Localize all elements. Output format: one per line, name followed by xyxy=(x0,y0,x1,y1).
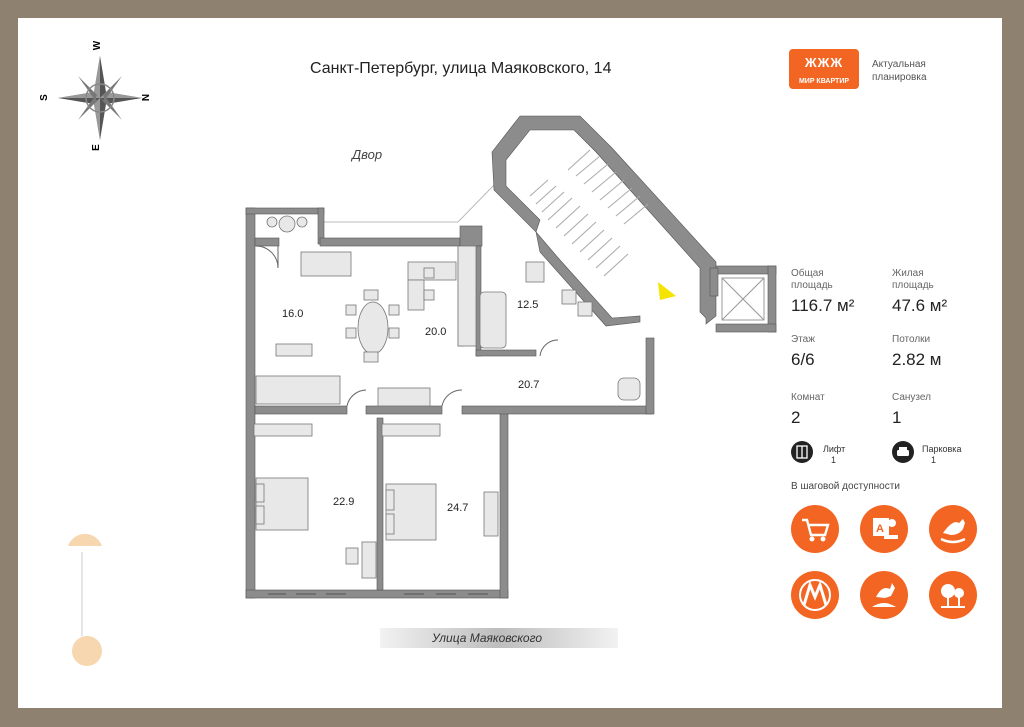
parking-icon xyxy=(892,441,914,463)
bathroom-label: Санузел xyxy=(892,392,931,403)
ceiling-label: Потолки xyxy=(892,334,931,345)
yard-label: Двор xyxy=(352,147,383,162)
street-label: Улица Маяковского xyxy=(432,631,543,645)
walking-distance-label: В шаговой доступности xyxy=(791,481,900,492)
room-area-24-7: 24.7 xyxy=(447,502,469,514)
floor-label: Этаж xyxy=(791,334,815,345)
total-area-label: Общая площадь xyxy=(791,268,833,291)
shopping-cart-icon xyxy=(791,505,839,553)
compass-rose: W S N E xyxy=(39,41,152,153)
metro-icon xyxy=(791,571,839,619)
street-banner: Улица Маяковского xyxy=(380,628,618,648)
brand-note: Актуальная планировка xyxy=(872,59,927,83)
monument-icon xyxy=(860,571,908,619)
elevator-label: Лифт xyxy=(823,444,846,454)
ceiling-value: 2.82 м xyxy=(892,350,942,369)
room-area-20: 20.0 xyxy=(425,326,447,338)
room-area-20-7: 20.7 xyxy=(518,379,540,391)
you-are-here-marker xyxy=(658,282,676,300)
elevator-icon xyxy=(791,441,813,463)
total-area-value: 116.7 м² xyxy=(791,296,855,315)
brand-logo: ЖЖЖ МИР КВАРТИР xyxy=(789,49,859,89)
room-area-12-5: 12.5 xyxy=(517,299,539,311)
rooms-value: 2 xyxy=(791,408,801,427)
school-icon: A xyxy=(860,505,908,553)
living-area-label: Жилая площадь xyxy=(892,268,934,291)
svg-text:A: A xyxy=(876,523,884,535)
parking-value: 1 xyxy=(931,455,937,465)
compass-icon xyxy=(58,56,142,140)
park-icon xyxy=(929,571,977,619)
living-area-value: 47.6 м² xyxy=(892,296,948,315)
playground-horse-icon xyxy=(929,505,977,553)
rooms-label: Комнат xyxy=(791,392,825,403)
parking-label: Парковка xyxy=(922,444,962,454)
room-area-16: 16.0 xyxy=(282,308,304,320)
brand-logo-text: МИР КВАРТИР xyxy=(798,78,850,85)
page-title: Санкт-Петербург, улица Маяковского, 14 xyxy=(310,60,612,77)
elevator-value: 1 xyxy=(831,455,837,465)
brand-logo-mark: ЖЖЖ xyxy=(804,55,844,70)
floor-value: 6/6 xyxy=(791,350,815,369)
bathroom-value: 1 xyxy=(892,408,902,427)
room-area-22-9: 22.9 xyxy=(333,496,355,508)
